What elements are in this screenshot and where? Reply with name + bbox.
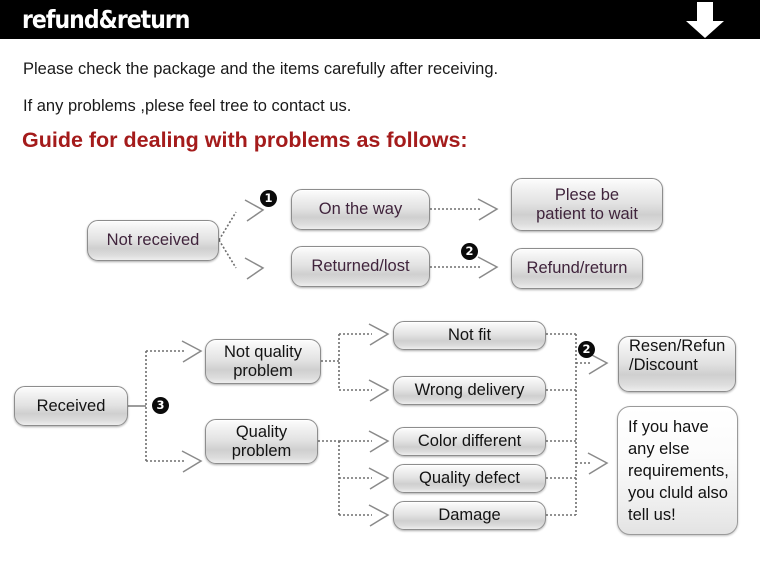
node-received[interactable]: Received <box>14 386 128 426</box>
node-returned-lost[interactable]: Returned/lost <box>291 246 430 287</box>
outcome-1-line-1: Resen/Refun <box>629 337 726 355</box>
outcome-2-line-3: requirements, <box>628 461 729 480</box>
badge-3: 3 <box>152 397 169 414</box>
patient-line-1: Plese be <box>554 185 620 204</box>
node-not-quality-problem[interactable]: Not quality problem <box>205 339 321 384</box>
outcome-2-line-1: If you have <box>628 417 709 436</box>
patient-line-2: patient to wait <box>536 204 638 223</box>
badge-2-bottom: 2 <box>578 341 595 358</box>
node-issue-not-fit[interactable]: Not fit <box>393 321 546 350</box>
outcome-2-line-2: any else <box>628 439 690 458</box>
node-not-received[interactable]: Not received <box>87 220 219 261</box>
node-resend-refund-discount[interactable]: Resen/Refun /Discount <box>618 336 736 392</box>
outcome-1-line-2: /Discount <box>629 356 698 374</box>
node-quality-problem[interactable]: Quality problem <box>205 419 318 464</box>
badge-2-top: 2 <box>461 243 478 260</box>
node-issue-color-different[interactable]: Color different <box>393 427 546 456</box>
badge-1: 1 <box>260 190 277 207</box>
not-quality-line-2: problem <box>233 361 293 380</box>
intro-line-1: Please check the package and the items c… <box>23 60 499 78</box>
intro-line-2: If any problems ,plese feel tree to cont… <box>23 97 352 115</box>
node-on-the-way[interactable]: On the way <box>291 189 430 230</box>
node-other-requirements[interactable]: If you have any else requirements, you c… <box>617 406 738 535</box>
node-issue-quality-defect[interactable]: Quality defect <box>393 464 546 493</box>
outcome-2-line-5: tell us! <box>628 505 676 524</box>
node-please-be-patient[interactable]: Plese be patient to wait <box>511 178 663 231</box>
node-issue-wrong-delivery[interactable]: Wrong delivery <box>393 376 546 405</box>
quality-line-2: problem <box>231 441 292 460</box>
guide-heading: Guide for dealing with problems as follo… <box>22 128 468 152</box>
header-bar: refund&return <box>0 0 760 39</box>
node-refund-return[interactable]: Refund/return <box>511 248 643 289</box>
not-quality-line-1: Not quality <box>224 342 302 361</box>
outcome-2-line-4: you cluld also <box>628 483 728 502</box>
quality-line-1: Quality <box>235 422 288 441</box>
down-arrow-icon <box>686 2 724 38</box>
node-issue-damage[interactable]: Damage <box>393 501 546 530</box>
page-title: refund&return <box>22 5 190 34</box>
